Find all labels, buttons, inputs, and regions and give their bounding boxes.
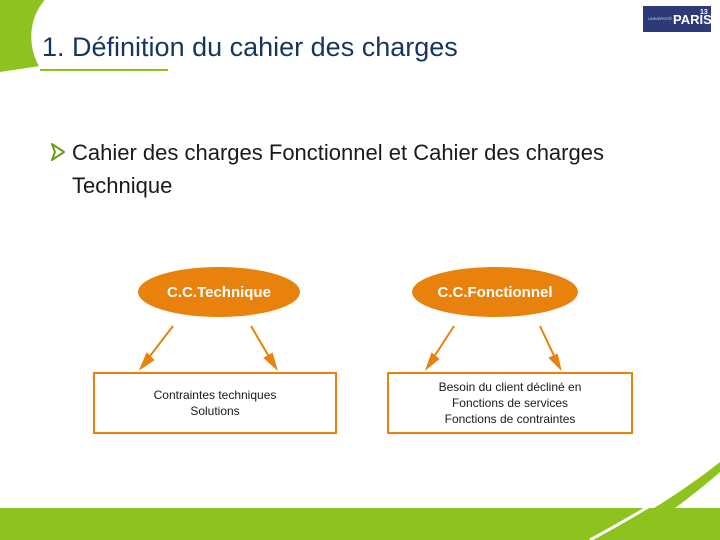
logo-small-text: UNIVERSITÉ [648,16,673,21]
logo-number: 13 [700,9,708,16]
fonctionnel-line: Besoin du client décliné en [438,380,582,394]
corner-swoosh-inner [31,0,47,67]
arrow-bullet-icon [51,143,65,161]
diagram-arrows [138,325,562,372]
arrow-tech-left-head [138,352,155,371]
bottom-curve-line [589,456,720,540]
cc-technique-label: C.C.Technique [167,283,271,301]
technique-line: Contraintes techniques [153,388,277,402]
cc-technique-oval: C.C.Technique [138,267,300,317]
arrow-fonc-left [431,325,455,361]
arrow-fonc-left-head [424,352,440,372]
university-logo: UNIVERSITÉ PARIS 13 [643,6,711,32]
technique-line: Solutions [190,404,240,418]
arrow-tech-right-head [263,352,278,372]
arrow-tech-right [250,325,272,361]
arrow-tech-left [146,325,174,361]
technique-box: Contraintes techniques Solutions [93,372,337,434]
fonctionnel-line: Fonctions de services [451,396,569,410]
cc-fonctionnel-label: C.C.Fonctionnel [437,283,553,301]
cc-fonctionnel-oval: C.C.Fonctionnel [412,267,578,317]
slide-title: 1. Définition du cahier des charges [42,32,458,62]
logo-word: PARIS [673,12,711,27]
bullet-text: Cahier des charges Fonctionnel et Cahier… [72,140,604,198]
arrow-fonc-right [539,325,557,361]
arrow-fonc-right-head [548,353,562,372]
fonctionnel-line: Fonctions de contraintes [444,412,576,426]
fonctionnel-box: Besoin du client décliné en Fonctions de… [387,372,633,434]
bottom-band [0,508,720,540]
